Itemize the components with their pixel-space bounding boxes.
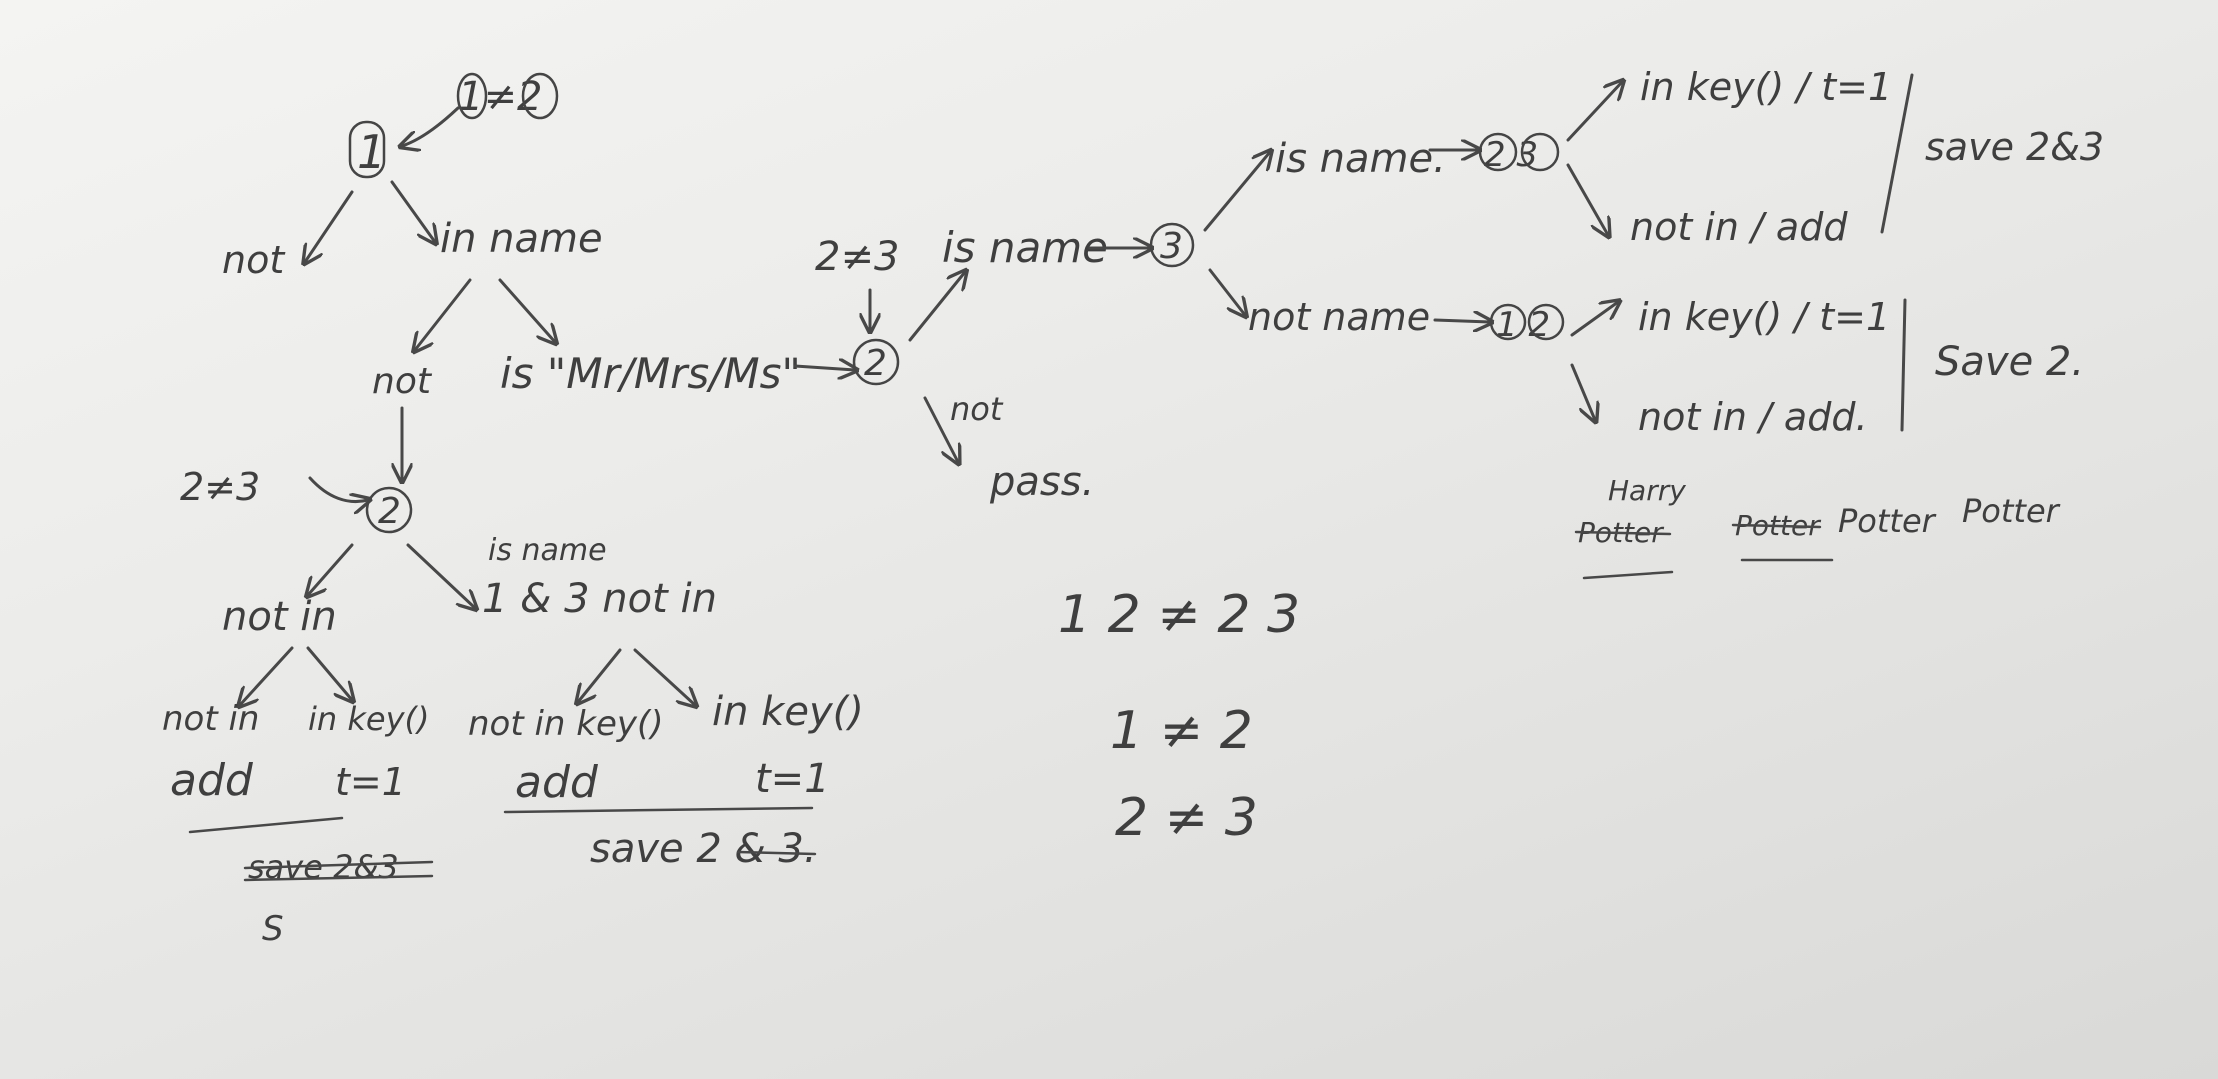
left-and-3-not-in-label: 1 & 3 not in (482, 576, 717, 622)
right-save-label: save 2 & 3. (590, 826, 817, 872)
arrow-and3-to-leaf-not-in-key (578, 648, 622, 702)
middle-eq-1: 1 2 ≠ 2 3 (1058, 585, 1300, 645)
arrow-not-in-to-leaf-not-in (240, 646, 294, 705)
leaf-not-in: not in (162, 699, 259, 739)
right-not-in-top: not in / add (1630, 205, 1848, 249)
arrow-not-name-to-pair-bottom (1433, 320, 1490, 322)
leaf-add: add (170, 755, 254, 806)
left-root-node-circle (348, 120, 386, 179)
right-not-in-bottom: not in / add. (1638, 395, 1868, 439)
arrow-node2-to-is-name (406, 543, 475, 608)
note-harry: Harry (1608, 474, 1686, 507)
left-save-strike-2 (243, 874, 434, 882)
arrow-root-to-not (305, 190, 354, 262)
right-underline (503, 806, 814, 814)
arrow-not-in-to-leaf-in-key (306, 646, 352, 700)
left-save-strike-1 (243, 860, 434, 870)
left-top-condition-circle-a (456, 72, 488, 120)
right-pair-bottom-circle-a (1489, 303, 1527, 341)
arrow-node3-to-is-name (1203, 152, 1270, 232)
middle-cond-2-3: 2≠3 (815, 234, 899, 280)
right-save-strike (736, 850, 817, 856)
left-not-in-label: not in (222, 594, 337, 640)
arrow-in-name-to-is (498, 278, 555, 342)
arrow-pair-top-to-in-key (1566, 82, 1622, 142)
arrow-node2-to-is-name (908, 272, 965, 342)
leaf-in-key-2: in key() (712, 689, 864, 735)
left-save-s: S (262, 909, 284, 949)
leaf-add-2: add (515, 757, 599, 808)
arrow-node2-to-not (923, 396, 958, 462)
right-is-name: is name. (1275, 136, 1446, 182)
right-top-divider (1880, 73, 1914, 234)
middle-node3-circle (1149, 222, 1195, 268)
arrow-cond-to-root (402, 106, 460, 146)
left-node2: 2 (378, 491, 401, 532)
arrow-in-name-to-not (415, 278, 472, 350)
right-save-bottom: Save 2. (1935, 339, 2084, 385)
arrow-root-to-in-name (390, 180, 435, 242)
arrow-is-to-node2 (793, 366, 855, 370)
middle-node2-circle (852, 338, 900, 386)
right-pair-bottom-circle-b (1527, 303, 1565, 341)
middle-node2: 2 (864, 343, 887, 384)
middle-eq-3: 2 ≠ 3 (1115, 788, 1258, 848)
right-pair-top-circle-b (1520, 132, 1560, 172)
left-cond-2-3: 2≠3 (180, 465, 260, 509)
left-top-condition-circle-b (521, 72, 559, 120)
arrow-cond23-to-node2 (308, 476, 368, 502)
left-underline (188, 816, 344, 834)
right-in-key-top: in key() / t=1 (1640, 65, 1892, 109)
arrow-node3-to-not-name (1208, 268, 1245, 315)
left-root-not-label: not (222, 238, 286, 282)
middle-is-name: is name (942, 223, 1108, 272)
note-underline-1 (1582, 570, 1674, 580)
middle-pass: pass. (989, 459, 1094, 505)
leaf-t1-2: t=1 (755, 756, 830, 802)
arrow-pair-top-to-not-in (1566, 163, 1608, 235)
note-strike-1 (1574, 530, 1672, 536)
right-pair-top-circle-a (1478, 132, 1518, 172)
right-bottom-divider (1900, 298, 1907, 432)
left-root-in-name-label: in name (440, 216, 603, 262)
leaf-t1: t=1 (335, 760, 406, 804)
leaf-in-key: in key() (308, 700, 429, 738)
arrow-node2-to-not-in (308, 543, 354, 595)
middle-node3: 3 (1160, 226, 1183, 267)
middle-eq-2: 1 ≠ 2 (1110, 701, 1253, 761)
right-save-top: save 2&3 (1925, 125, 2104, 169)
note-potter-2: Potter (1962, 492, 2061, 530)
leaf-not-in-key: not in key() (468, 704, 664, 744)
note-strike-2 (1731, 523, 1822, 529)
right-not-name: not name (1248, 295, 1430, 339)
note-potter-1: Potter (1838, 502, 1937, 540)
left-mid-is-label: is "Mr/Mrs/Ms" (500, 349, 801, 398)
left-is-name-label: is name (488, 533, 607, 568)
middle-not: not (950, 390, 1004, 428)
arrow-pair-bottom-to-not-in (1570, 363, 1595, 420)
arrow-pair-bottom-to-in-key (1570, 302, 1618, 337)
right-in-key-bottom: in key() / t=1 (1638, 295, 1890, 339)
left-mid-not-label: not (372, 361, 433, 402)
arrow-and3-to-leaf-in-key-2 (633, 648, 695, 705)
left-node2-circle (365, 486, 413, 534)
